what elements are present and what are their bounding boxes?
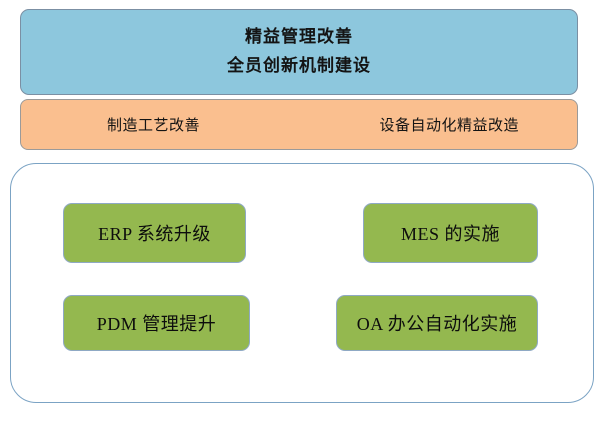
chip-oa: OA 办公自动化实施 <box>336 295 538 351</box>
lean-management-banner: 精益管理改善 全员创新机制建设 <box>20 9 578 95</box>
chip-mes: MES 的实施 <box>363 203 538 263</box>
banner-line-1: 精益管理改善 <box>245 27 353 48</box>
banner-item-manufacturing-process: 制造工艺改善 <box>107 116 201 134</box>
process-and-equipment-banner: 制造工艺改善 设备自动化精益改造 <box>20 99 578 150</box>
chip-pdm: PDM 管理提升 <box>63 295 250 351</box>
banner-line-2: 全员创新机制建设 <box>227 56 371 76</box>
banner-item-equipment-automation: 设备自动化精益改造 <box>379 116 519 134</box>
information-systems-group <box>10 163 594 403</box>
chip-erp: ERP 系统升级 <box>63 203 246 263</box>
